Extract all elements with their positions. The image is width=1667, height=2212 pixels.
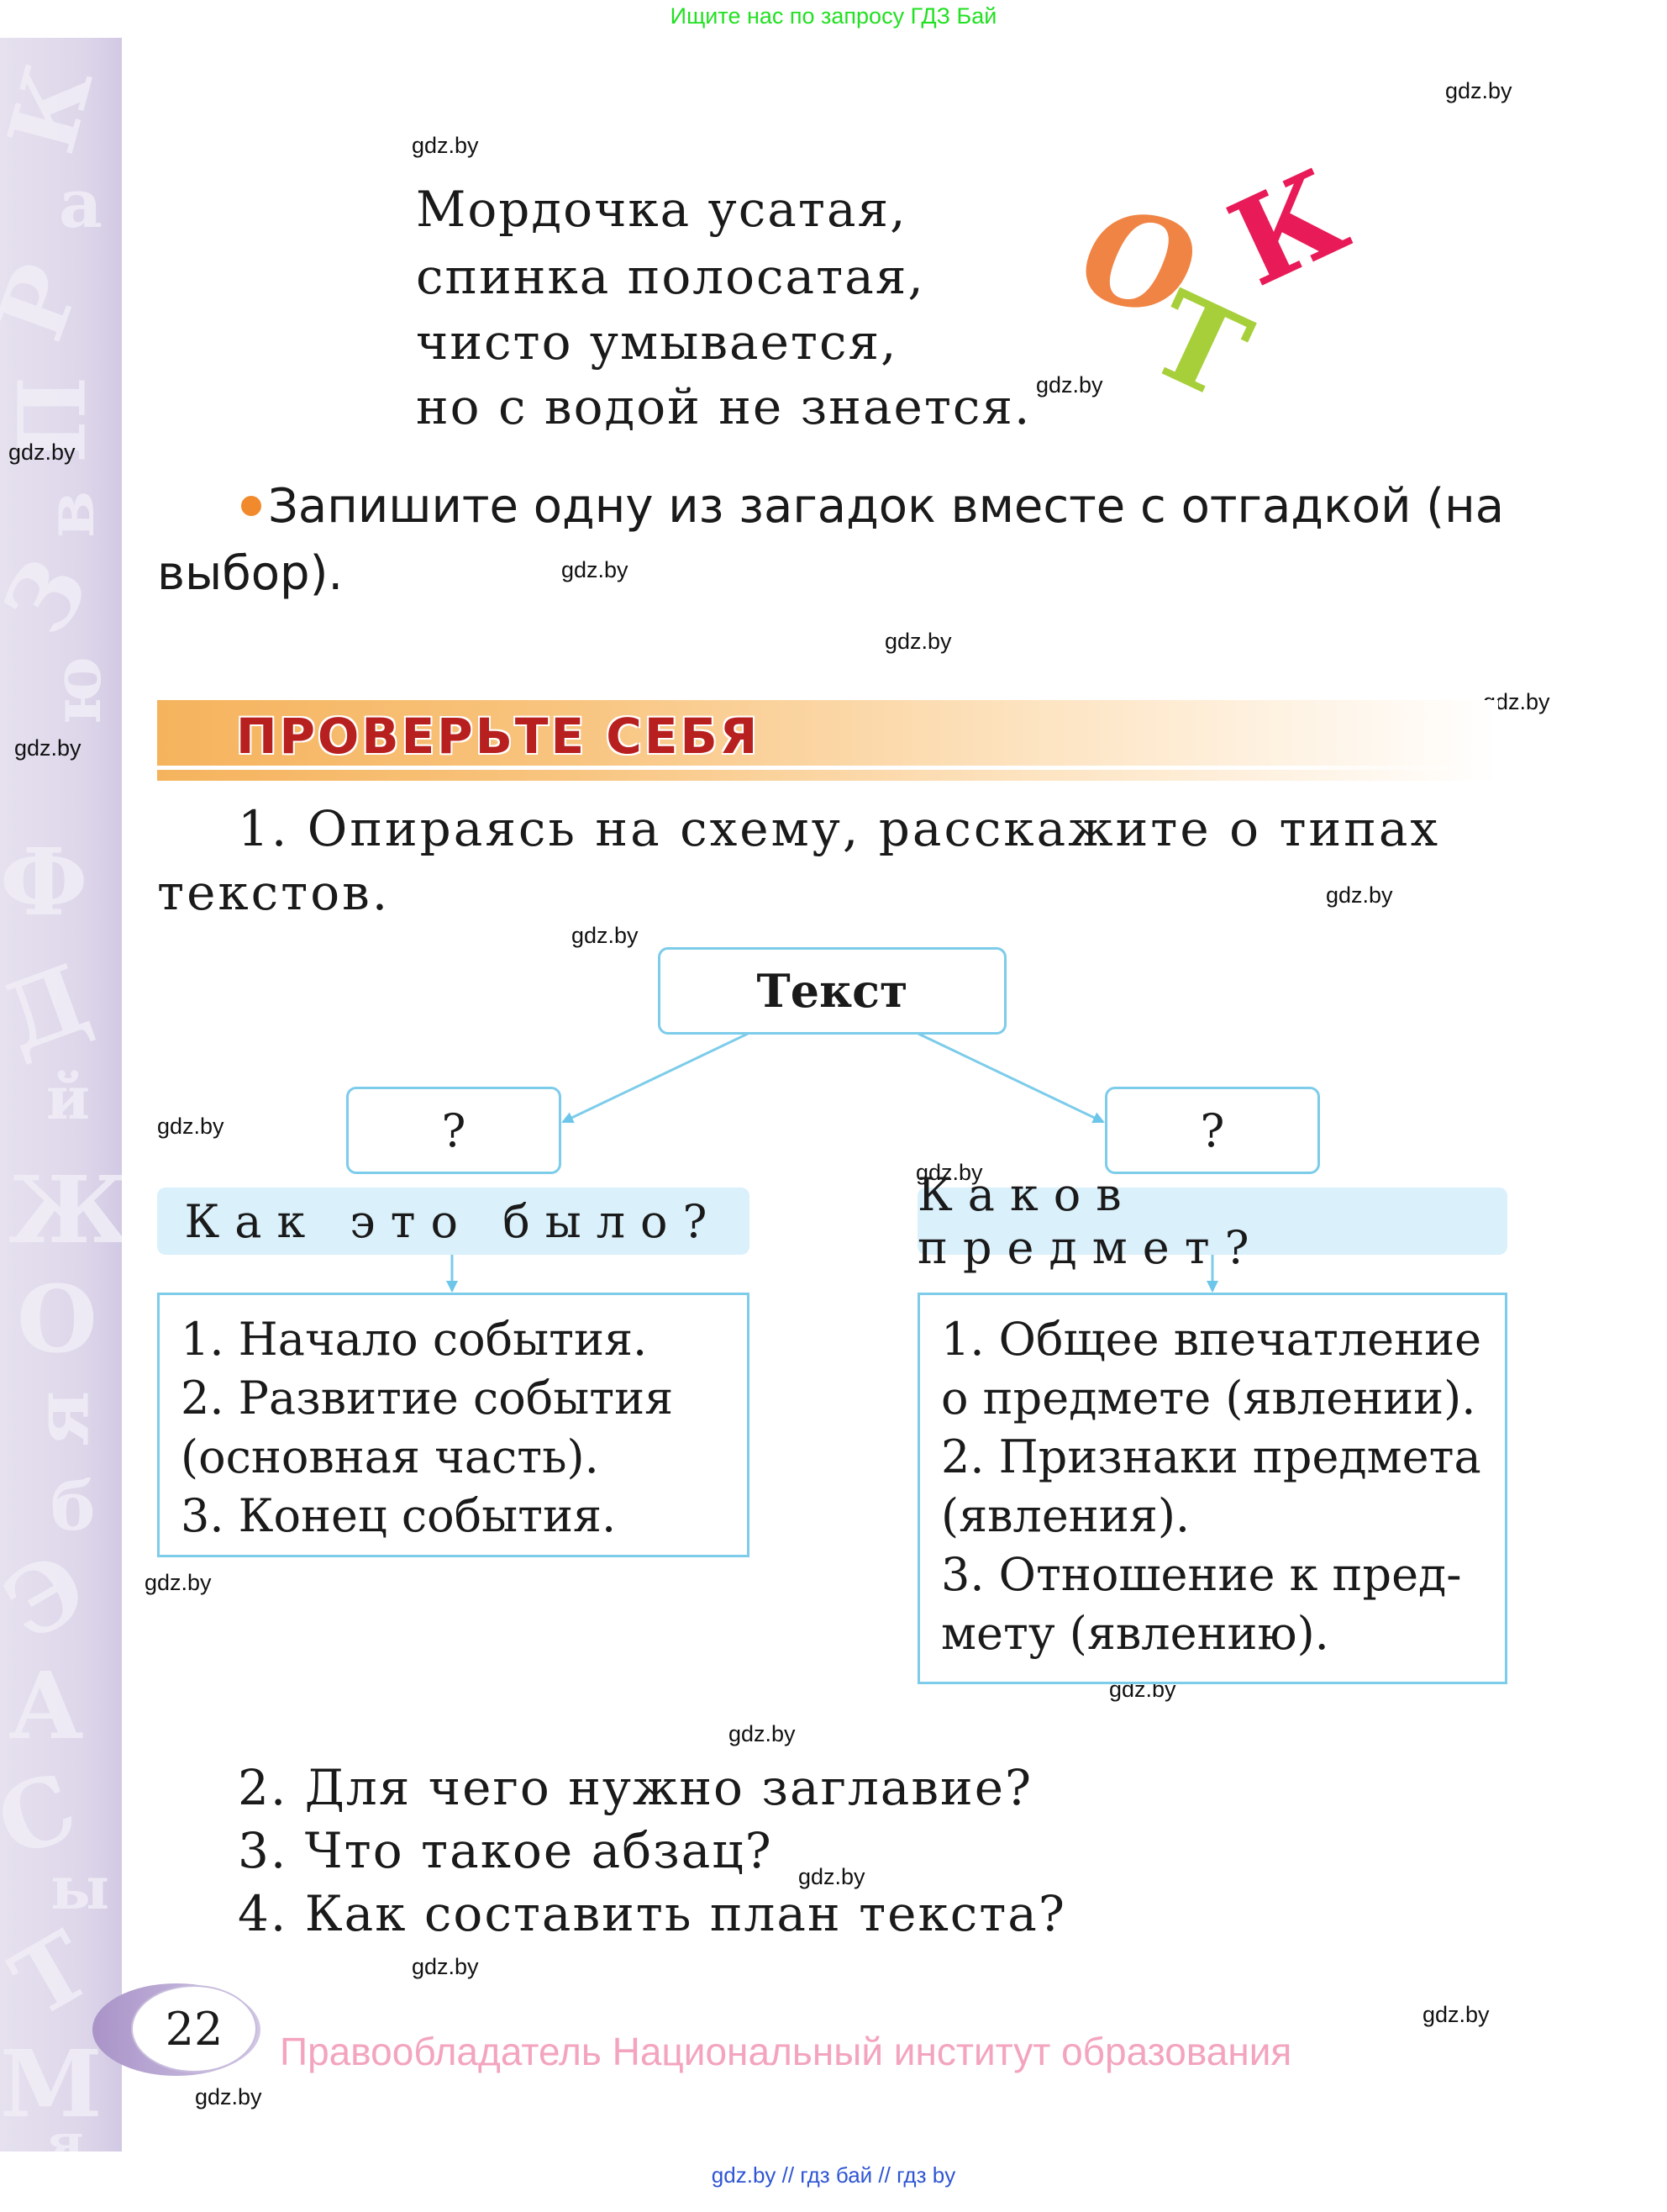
question-item: 2. Для чего нужно заглавие? (238, 1759, 1033, 1816)
description-item: 2. Признаки предмета (941, 1430, 1481, 1483)
watermark: gdz.by (412, 133, 479, 158)
watermark: gdz.by (145, 1570, 212, 1595)
description-item: 3. Отношение к пред- (941, 1548, 1462, 1601)
bullet-icon (241, 495, 261, 516)
sidebar-letter: Ж (8, 1156, 122, 1264)
watermark: gdz.by (798, 1864, 865, 1889)
section-banner: ПРОВЕРЬТЕ СЕБЯ (157, 700, 1498, 781)
page-number: 22 (131, 1985, 257, 2072)
description-item: (явления). (941, 1489, 1191, 1542)
diagram-root-text: Текст (658, 947, 1007, 1035)
instruction: Запишите одну из загадок вместе с отгадк… (157, 473, 1518, 608)
riddle-line: но с водой не знается. (416, 378, 1032, 435)
watermark: gdz.by (885, 629, 952, 654)
watermark: gdz.by (8, 440, 76, 465)
watermark: gdz.by (1422, 2002, 1490, 2027)
sidebar-letter: я (46, 2114, 84, 2151)
sidebar-letter: А (8, 1651, 84, 1760)
question-1-line-1: 1. Опираясь на схему, расскажите о типах (238, 800, 1441, 857)
description-item: 1. Общее впечатление (941, 1313, 1482, 1366)
sidebar-letter: б (50, 1467, 96, 1546)
watermark: gdz.by (1036, 372, 1103, 398)
watermark: gdz.by (1326, 882, 1393, 908)
question-item: 3. Что такое абзац? (238, 1822, 773, 1879)
section-title: ПРОВЕРЬТЕ СЕБЯ (236, 708, 760, 765)
sidebar-letter: М (0, 2030, 103, 2138)
watermark: gdz.by (728, 1721, 796, 1746)
diagram-placeholder-left: ? (346, 1087, 561, 1174)
sidebar-letter: ы (50, 1853, 110, 1923)
bottom-links[interactable]: gdz.by // гдз бай // гдз by (711, 2162, 956, 2188)
question-item: 4. Как составить план текста? (238, 1885, 1066, 1942)
description-item: мету (явлению). (941, 1607, 1329, 1660)
riddle-line: спинка полосатая, (416, 248, 925, 305)
narrative-item: 1. Начало события. (181, 1313, 648, 1366)
diagram-label-narrative: Как это было? (157, 1188, 749, 1255)
narrative-item: 3. Конец события. (181, 1489, 617, 1542)
top-search-banner: Ищите нас по запросу ГДЗ Бай (670, 3, 997, 29)
watermark: gdz.by (1445, 78, 1512, 103)
sidebar-letter: О (17, 1265, 97, 1373)
watermark: gdz.by (561, 557, 628, 582)
watermark: gdz.by (157, 1114, 224, 1139)
banner-stripe (157, 766, 1498, 770)
sidebar-letter: Ф (0, 828, 88, 936)
watermark: gdz.by (412, 1954, 479, 1979)
diagram-placeholder-right: ? (1105, 1087, 1320, 1174)
decorative-alphabet-sidebar: К а Р П в З ю Ф Д й Ж О я б Э А С ы Т М … (0, 38, 122, 2151)
riddle-line: чисто умывается, (416, 313, 898, 371)
instruction-line-1: Запишите одну из загадок вместе с отгадк… (268, 479, 1505, 534)
question-1-line-2: текстов. (157, 864, 391, 921)
question-1: 1. Опираясь на схему, расскажите о типах… (157, 797, 1518, 924)
instruction-line-2: выбор). (157, 546, 344, 601)
sidebar-letter: а (59, 164, 103, 243)
description-item: о предмете (явлении). (941, 1372, 1476, 1425)
watermark: gdz.by (916, 1160, 983, 1185)
question-list: 2. Для чего нужно заглавие? 3. Что такое… (238, 1756, 1066, 1946)
narrative-item: (основная часть). (181, 1430, 599, 1483)
diagram-label-description: Каков предмет? (918, 1168, 1507, 1274)
diagram-content-narrative: 1. Начало события. 2. Развитие события (… (157, 1293, 749, 1557)
watermark: gdz.by (14, 735, 82, 761)
watermark: gdz.by (571, 923, 639, 948)
diagram-content-description: 1. Общее впечатление о предмете (явлении… (918, 1293, 1507, 1684)
sidebar-letter: й (46, 1063, 90, 1133)
narrative-item: 2. Развитие события (181, 1372, 674, 1425)
page-number-badge: 22 (92, 1983, 260, 2076)
riddle-line: Мордочка усатая, (416, 181, 907, 238)
copyright-notice: Правообладатель Национальный институт об… (280, 2030, 1292, 2073)
watermark: gdz.by (195, 2084, 262, 2109)
